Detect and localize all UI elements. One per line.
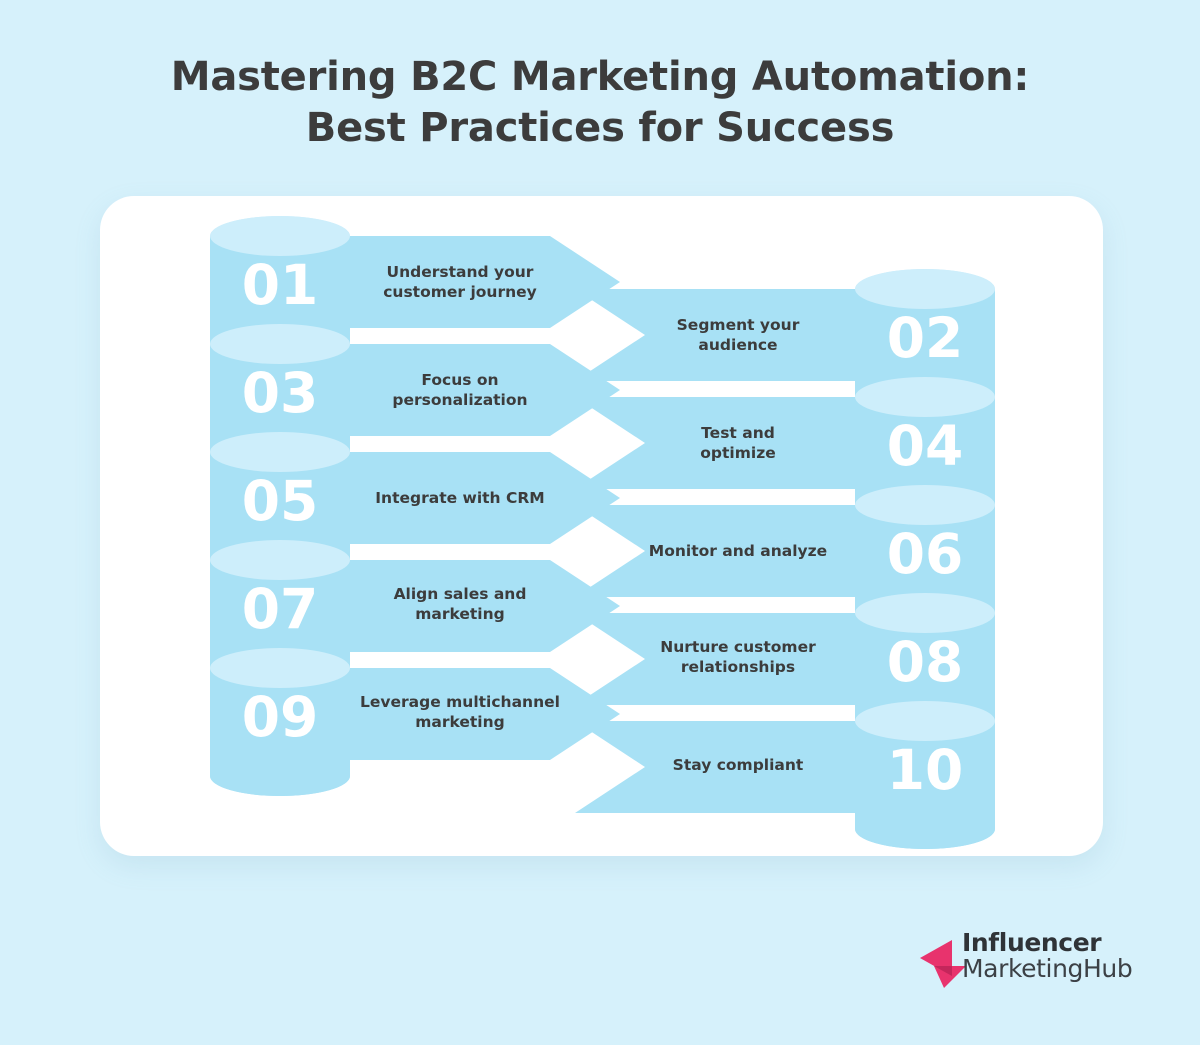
step-number-02: 02: [887, 306, 964, 370]
left-cap-4: [210, 648, 350, 688]
step-label-02-line1: Segment your: [677, 316, 800, 334]
right-cap-1: [855, 377, 995, 417]
band-step-05: [280, 452, 620, 544]
right-band-group: [575, 289, 925, 813]
right-cylinder-overlay: [855, 269, 995, 849]
band-step-03: [280, 344, 620, 436]
step-label-10-line1: Stay compliant: [673, 756, 804, 774]
step-number-06: 06: [887, 522, 964, 586]
step-label-02-line2: audience: [698, 336, 777, 354]
step-number-10: 10: [887, 738, 964, 802]
logo-line-2: MarketingHub: [962, 954, 1133, 983]
step-number-03: 03: [242, 361, 319, 425]
brand-logo[interactable]: Influencer MarketingHub: [918, 930, 1143, 992]
step-number-04: 04: [887, 414, 964, 478]
logo-arrow-icon: [920, 940, 966, 988]
step-label-01-line1: Understand your: [387, 263, 534, 281]
logo-arrow-notch: [934, 966, 952, 976]
diagram-body: 01 02 03 04 05 06 07 08 09 10 Understand…: [210, 216, 995, 849]
step-label-04-line2: optimize: [700, 444, 775, 462]
step-label-09-line2: marketing: [415, 713, 505, 731]
step-label-08-line2: relationships: [681, 658, 795, 676]
band-step-09: [280, 668, 620, 760]
step-number-07: 07: [242, 577, 319, 641]
step-label-07-line1: Align sales and: [394, 585, 527, 603]
band-step-08: [575, 613, 925, 705]
process-diagram: 01 02 03 04 05 06 07 08 09 10 Understand…: [210, 216, 995, 849]
left-cylinder-bottom-face: [210, 756, 350, 796]
right-cylinder-bottom-face: [855, 809, 995, 849]
step-number-05: 05: [242, 469, 319, 533]
band-step-07: [280, 560, 620, 652]
right-cap-4: [855, 701, 995, 741]
page-title-line-1: Mastering B2C Marketing Automation:: [170, 54, 1030, 100]
right-cap-0: [855, 269, 995, 309]
step-label-03-line2: personalization: [392, 391, 527, 409]
step-number-01: 01: [242, 253, 319, 317]
step-labels: Understand your customer journey Segment…: [360, 263, 827, 774]
logo-arrow-lower: [934, 966, 966, 988]
right-cap-2: [855, 485, 995, 525]
step-label-08-line1: Nurture customer: [660, 638, 816, 656]
band-step-01: [280, 236, 620, 328]
left-cylinder-overlay: [210, 216, 350, 796]
step-label-03-line1: Focus on: [421, 371, 498, 389]
step-label-01-line2: customer journey: [383, 283, 537, 301]
left-cap-3: [210, 540, 350, 580]
left-cap-1: [210, 324, 350, 364]
left-cap-0: [210, 216, 350, 256]
step-label-04-line1: Test and: [701, 424, 775, 442]
step-number-08: 08: [887, 630, 964, 694]
left-cap-2: [210, 432, 350, 472]
step-label-05-line1: Integrate with CRM: [375, 489, 544, 507]
logo-wordmark: Influencer MarketingHub: [962, 928, 1133, 983]
page-title: Mastering B2C Marketing Automation: Best…: [0, 52, 1200, 154]
step-numbers: 01 02 03 04 05 06 07 08 09 10: [242, 253, 964, 802]
step-label-07-line2: marketing: [415, 605, 505, 623]
band-step-06: [575, 505, 925, 597]
step-label-06-line1: Monitor and analyze: [649, 542, 827, 560]
right-cap-3: [855, 593, 995, 633]
logo-line-1: Influencer: [962, 928, 1102, 957]
left-band-group: [280, 236, 620, 760]
step-number-09: 09: [242, 685, 319, 749]
band-step-10: [575, 721, 925, 813]
band-step-04: [575, 397, 925, 489]
step-label-09-line1: Leverage multichannel: [360, 693, 560, 711]
band-step-02: [575, 289, 925, 381]
page-title-line-2: Best Practices for Success: [305, 105, 895, 152]
